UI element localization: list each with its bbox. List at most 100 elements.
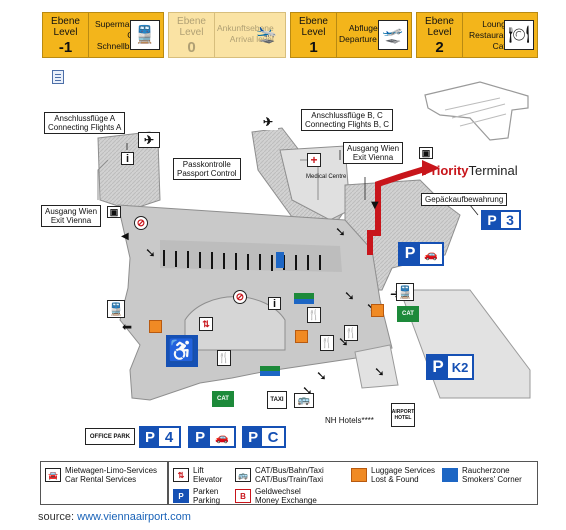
level-number: 2 xyxy=(435,39,444,56)
parking-k2-sign[interactable]: P K2 xyxy=(426,354,474,380)
level-text-line: Lounges xyxy=(482,19,515,29)
accessible-icon: ♿ xyxy=(166,335,198,367)
legend-text: CAT/Bus/Bahn/Taxi xyxy=(255,466,324,475)
level-text-line: Arrival level xyxy=(229,34,274,44)
priority-bold: Priority xyxy=(423,163,469,178)
parking-number: K2 xyxy=(448,356,472,378)
cat-train-icon[interactable]: CAT xyxy=(212,391,234,407)
svg-text:➘: ➘ xyxy=(344,289,355,304)
parking-icon: P xyxy=(173,489,189,503)
parking-c-sign[interactable]: P C xyxy=(242,426,286,448)
luggage-icon[interactable]: ▣ xyxy=(107,206,121,218)
level-0-button[interactable]: Ebene Level 0 Ankunftsebene Arrival leve… xyxy=(168,12,286,58)
nh-hotels-label: NH Hotels**** xyxy=(325,416,374,425)
level-number-box: Ebene Level 0 xyxy=(169,13,215,57)
legend-text: Car Rental Services xyxy=(65,475,137,484)
cat-bus-icon: 🚌 xyxy=(235,468,251,482)
level-label-de: Ebene xyxy=(51,16,80,27)
legend-text: Geldwechsel xyxy=(255,487,301,496)
legend-text: Lift xyxy=(193,466,204,475)
source-credit: source: www.viennaairport.com xyxy=(38,511,191,523)
legend-text: Parking xyxy=(193,496,221,505)
level-text-line: Departure level xyxy=(339,34,397,44)
car-rental-icon: 🚘 xyxy=(45,468,61,482)
bus-icon[interactable]: 🚌 xyxy=(294,393,314,408)
level-minus-1-button[interactable]: Ebene Level -1 Supermarket CAT Schnellba… xyxy=(42,12,164,58)
taxi-icon[interactable]: TAXI xyxy=(267,391,287,409)
level-text-line: Supermarket xyxy=(95,19,144,29)
svg-text:➘: ➘ xyxy=(316,369,327,384)
information-icon[interactable]: i xyxy=(121,152,134,165)
svg-text:➘: ➘ xyxy=(335,225,346,240)
luggage-services-icon[interactable] xyxy=(371,304,384,317)
information-icon[interactable]: i xyxy=(268,297,281,310)
legend-text: Elevator xyxy=(193,475,223,484)
parking-3-sign[interactable]: P 3 xyxy=(481,210,521,230)
level-description: Lounges Restaurants Cafés xyxy=(469,19,515,52)
level-2-button[interactable]: Ebene Level 2 Lounges Restaurants Cafés … xyxy=(416,12,538,58)
level-number-box: Ebene Level 2 xyxy=(417,13,463,57)
restaurant-icon: 🍴 xyxy=(344,325,358,341)
priority-terminal-label: PriorityTerminal xyxy=(423,164,518,178)
level-label-de: Ebene xyxy=(177,16,206,27)
level-label-de: Ebene xyxy=(299,16,328,27)
smoking-icon xyxy=(442,468,458,482)
parking-number: C xyxy=(262,428,284,446)
train-icon[interactable]: 🚆 xyxy=(107,300,125,318)
level-number-box: Ebene Level 1 xyxy=(291,13,337,57)
print-icon[interactable] xyxy=(52,70,64,84)
train-icon[interactable]: 🚆 xyxy=(396,283,414,301)
level-text-line: Ankunftsebene xyxy=(217,23,274,33)
svg-text:◀: ◀ xyxy=(121,231,129,242)
luggage-services-icon[interactable] xyxy=(149,320,162,333)
parking-letter: P xyxy=(432,357,444,376)
level-text-line: Abflugebene xyxy=(348,23,397,33)
svg-text:➘: ➘ xyxy=(374,365,385,380)
cat-train-icon[interactable]: CAT xyxy=(397,306,419,322)
parking-number: 3 xyxy=(501,212,519,228)
parking-4-sign[interactable]: P 4 xyxy=(139,426,181,448)
level-number: 1 xyxy=(309,39,318,56)
parking-car-sign[interactable]: P 🚗 xyxy=(188,426,236,448)
medical-cross-icon: + xyxy=(307,153,321,167)
source-link[interactable]: www.viennaairport.com xyxy=(77,511,191,523)
airport-hotel-icon[interactable]: AIRPORT HOTEL xyxy=(391,403,415,427)
legend-text: Mietwagen-Limo-Services xyxy=(65,466,158,475)
level-label-en: Level xyxy=(301,27,326,38)
departure-plane-icon: ✈ xyxy=(258,114,278,130)
restaurant-icon: 🍴 xyxy=(307,307,321,323)
level-text-line: Restaurants xyxy=(469,30,515,40)
parking-car-sign[interactable]: P 🚗 xyxy=(398,242,444,266)
svg-text:▼: ▼ xyxy=(371,200,379,211)
source-prefix: source: xyxy=(38,511,78,523)
terminal-map: ➘ ➘ ➘ ➘ ➘ ➘ ➘ ➘ ⬅ ➜ ◀ ▼ xyxy=(97,81,531,401)
priority-rest: Terminal xyxy=(468,163,518,178)
level-number-box: Ebene Level -1 xyxy=(43,13,89,57)
lift-icon[interactable]: ⇅ xyxy=(199,317,213,331)
lift-icon: ⇅ xyxy=(173,468,189,482)
svg-text:➘: ➘ xyxy=(145,246,156,261)
no-entry-icon: ⊘ xyxy=(233,290,247,304)
level-text-line: Cafés xyxy=(469,41,515,52)
legend-text: Smokers' Corner xyxy=(462,475,522,484)
legend-text: Luggage Services xyxy=(371,466,436,475)
level-label-en: Level xyxy=(179,27,204,38)
level-text-line: Schnellbahn xyxy=(96,41,144,51)
departure-plane-icon: 🛫 xyxy=(378,20,408,50)
luggage-services-icon xyxy=(351,468,367,482)
luggage-services-icon[interactable] xyxy=(295,330,308,343)
luggage-icon[interactable]: ▣ xyxy=(419,147,433,159)
legend-text: Parken xyxy=(193,487,219,496)
level-1-button[interactable]: Ebene Level 1 Abflugebene Departure leve… xyxy=(290,12,412,58)
restaurant-icon: 🍴 xyxy=(320,335,334,351)
level-description: Abflugebene Departure level xyxy=(339,23,397,45)
car-icon: 🚗 xyxy=(210,428,234,446)
money-exchange-icon: B xyxy=(235,489,251,503)
arrival-plane-icon: 🛬 xyxy=(256,25,278,44)
